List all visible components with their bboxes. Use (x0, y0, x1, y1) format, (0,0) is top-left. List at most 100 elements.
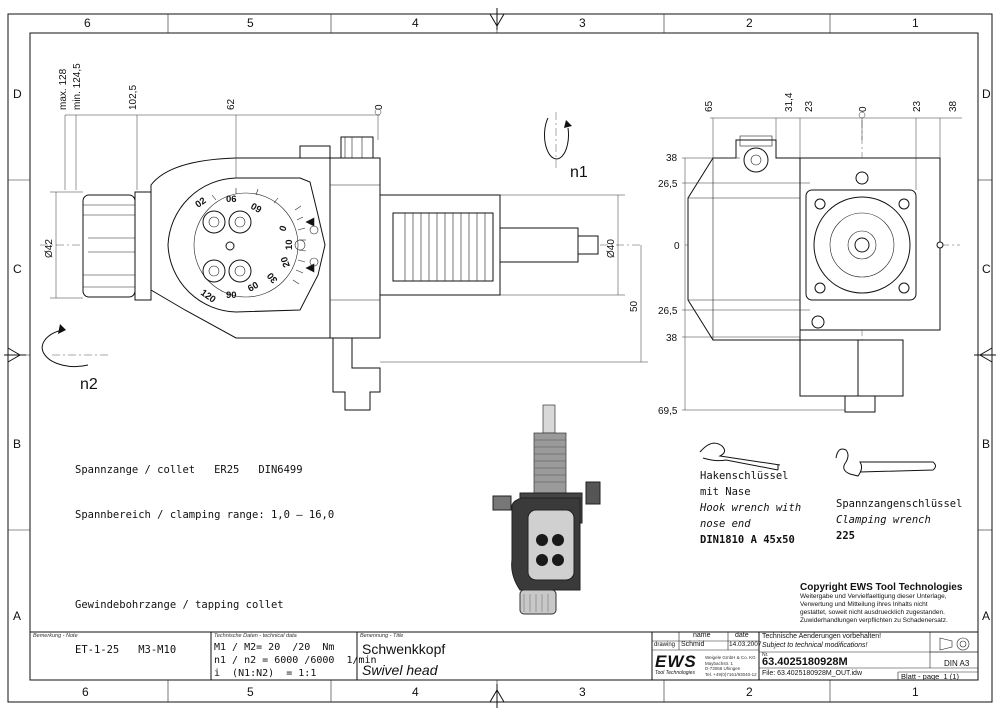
address-line-3: D-73066 Uhingen (705, 666, 741, 671)
zone-bottom-1: 1 (912, 685, 919, 699)
svg-text:26,5: 26,5 (658, 179, 678, 190)
spindle-housing (329, 157, 381, 339)
dia-42: Ø42 (44, 239, 55, 258)
rotation-n1-symbol: n1 (544, 112, 588, 181)
row-right-b: B (982, 437, 990, 451)
copyright-line-3: gestattet, soweit nicht ausdruecklich zu… (800, 609, 945, 616)
drawing-number: 63.4025180928M (762, 656, 848, 668)
dim-50: 50 (629, 300, 640, 312)
hook-wrench-de2: mit Nase (700, 486, 751, 498)
row-left-a: A (13, 609, 21, 623)
svg-text:23: 23 (804, 100, 815, 112)
svg-text:65: 65 (704, 100, 715, 112)
flange-bolts (811, 171, 944, 329)
remark-label: Bemerkung - Note (33, 633, 78, 639)
paper-format: DIN A3 (944, 659, 970, 668)
sheet-number: Blatt - page 1 (1) (901, 672, 959, 681)
drawing-label: drawing (654, 642, 676, 648)
svg-text:02: 02 (193, 195, 208, 210)
address-line-1: Weigele GmbH & Co. KG (705, 655, 756, 660)
svg-text:26,5: 26,5 (658, 306, 678, 317)
angle-scale-ring (193, 192, 299, 298)
address-line-4: Tel. +49(0)7161/93040-12 (705, 671, 757, 677)
svg-text:23: 23 (912, 100, 923, 112)
isometric-render (492, 404, 601, 615)
hook-wrench-drawing (699, 442, 781, 471)
zone-top-2: 2 (746, 16, 753, 30)
zone-bottom-2: 2 (746, 685, 753, 699)
file-name: File: 63.4025180928M_OUT.idw (762, 670, 863, 677)
title-german: Schwenkkopf (362, 641, 446, 657)
dim-62: 62 (226, 98, 237, 110)
zone-bottom-4: 4 (412, 685, 419, 699)
note-tapping-size: ET-1-25 M3-M10 (75, 644, 177, 656)
note-tapping-collet: Gewindebohrzange / tapping collet (75, 599, 284, 611)
clamp-lever (332, 337, 381, 411)
zone-top-6: 6 (84, 16, 91, 30)
svg-text:31,4: 31,4 (784, 92, 795, 112)
svg-text:90: 90 (226, 290, 237, 301)
ews-logo: EWS Tool Technologies (655, 653, 703, 676)
front-dimension-lines (50, 108, 648, 363)
zone-top-1: 1 (912, 16, 919, 30)
front-dimension-labels: max. 128 min. 124,5 102,5 62 0 Ø42 Ø40 5… (44, 63, 640, 312)
number-label: Nr. (762, 652, 769, 658)
copyright-title: Copyright EWS Tool Technologies (800, 582, 963, 593)
row-left-d: D (13, 87, 22, 101)
tech-data-label: Technische Daten - technical data (214, 633, 297, 639)
svg-text:06: 06 (226, 194, 237, 205)
clamping-wrench-caption: Spannzangenschlüssel Clamping wrench 225 (836, 496, 962, 544)
address-line-2: Maybachstr. 1 (705, 660, 734, 666)
svg-text:38: 38 (666, 333, 678, 344)
company-address: Weigele GmbH & Co. KG Maybachstr. 1 D-73… (705, 655, 757, 677)
drawing-date: 14.03.2007 (729, 641, 762, 648)
drawer-name: Schmid (681, 641, 705, 648)
svg-text:0: 0 (858, 106, 869, 112)
title-english: Swivel head (362, 662, 438, 678)
svg-text:0: 0 (674, 241, 680, 252)
zone-bottom-5: 5 (247, 685, 254, 699)
zone-bottom-6: 6 (82, 685, 89, 699)
collet-nut (82, 194, 136, 298)
thread-lines (404, 213, 486, 281)
hook-wrench-de1: Hakenschlüssel (700, 470, 789, 482)
hook-wrench-en2: nose end (700, 518, 751, 530)
dial-numbers: 02 06 09 120 90 60 0 10 20 30 (193, 194, 295, 306)
title-label: Benennung - Title (360, 633, 404, 639)
hook-wrench-spec: DIN1810 A 45x50 (700, 534, 795, 546)
clamping-wrench-spec: 225 (836, 530, 855, 542)
dia-40: Ø40 (606, 239, 617, 258)
angle-dial-plate (167, 177, 326, 313)
col-date-header: date (735, 632, 749, 639)
zone-top-3: 3 (579, 16, 586, 30)
clamping-wrench-de: Spannzangenschlüssel (836, 498, 963, 510)
index-arrows (305, 217, 319, 273)
tech-speed: n1 / n2 = 6000 /6000 1/min (214, 655, 377, 666)
ews-logo-sub: Tool Technologies (655, 670, 695, 676)
n2-label: n2 (80, 376, 98, 393)
tech-torque: M1 / M2= 20 /20 Nm (214, 642, 335, 653)
dim-min-124: min. 124,5 (72, 63, 83, 110)
n1-label: n1 (570, 164, 588, 181)
centering-marks (4, 8, 996, 708)
collet-notes: Spannzange / collet ER25 DIN6499 Spannbe… (75, 433, 334, 673)
change-notice-en: Subject to technical modifications! (762, 642, 868, 649)
tech-ratio: i (N1:N2) = 1:1 (214, 668, 317, 679)
side-top-screw (743, 147, 769, 173)
hook-wrench-caption: Hakenschlüssel mit Nase Hook wrench with… (700, 468, 801, 548)
copyright-line-1: Weitergabe und Vervielfaeltigung dieser … (800, 593, 947, 600)
copyright-line-4: Zuwiderhandlungen verpflichten zu Schade… (800, 617, 948, 624)
col-name-header: name (693, 632, 711, 639)
projection-symbol (939, 637, 970, 651)
clamp-screw-block (340, 136, 374, 159)
copyright-notice: Copyright EWS Tool Technologies Weiterga… (800, 582, 978, 625)
zone-top-5: 5 (247, 16, 254, 30)
note-clamping-range: Spannbereich / clamping range: 1,0 – 16,… (75, 509, 335, 521)
dim-102: 102,5 (128, 85, 139, 110)
note-collet: Spannzange / collet ER25 DIN6499 (75, 464, 303, 476)
zone-bottom-3: 3 (579, 685, 586, 699)
dim-max-128: max. 128 (58, 68, 69, 110)
svg-text:38: 38 (666, 153, 678, 164)
row-left-b: B (13, 437, 21, 451)
